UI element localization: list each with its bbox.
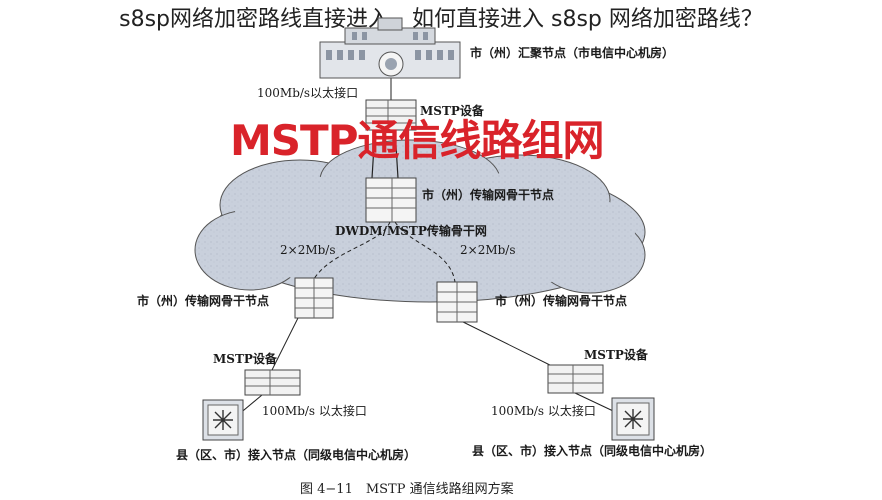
- left-eth-label: 100Mb/s 以太接口: [262, 404, 367, 418]
- left-node-label: 市（州）传输网骨干节点: [137, 294, 270, 308]
- link-left-label: 2×2Mb/s: [280, 243, 336, 257]
- top-eth-label: 100Mb/s以太接口: [257, 86, 359, 100]
- top-node-label: 市（州）汇聚节点（市电信中心机房）: [470, 46, 675, 60]
- top-mstp-label: MSTP设备: [420, 104, 484, 118]
- right-access-label: 县（区、市）接入节点（同级电信中心机房）: [472, 444, 713, 458]
- right-node-device: [436, 281, 478, 323]
- switch-icon-left: [202, 399, 244, 441]
- mstp-device-left: [244, 369, 301, 396]
- left-node-device: [294, 277, 334, 319]
- right-mstp-label: MSTP设备: [584, 348, 648, 362]
- link-right-label: 2×2Mb/s: [460, 243, 516, 257]
- backbone-node-label: 市（州）传输网骨干节点: [422, 188, 555, 202]
- mstp-device-top: [365, 99, 417, 131]
- mstp-device-right: [547, 364, 604, 394]
- diagram-banner: MSTP通信线路组网: [230, 116, 604, 165]
- figure-caption: 图 4−11 MSTP 通信线路组网方案: [300, 482, 514, 497]
- switch-icon-right: [611, 397, 655, 441]
- left-access-label: 县（区、市）接入节点（同级电信中心机房）: [176, 448, 417, 462]
- building-icon: [319, 17, 461, 79]
- dwdm-label: DWDM/MSTP传输骨干网: [335, 224, 487, 238]
- page-title: s8sp网络加密路线直接进入、如何直接进入 s8sp 网络加密路线？: [119, 7, 763, 32]
- backbone-node-device: [365, 177, 417, 223]
- right-node-label: 市（州）传输网骨干节点: [495, 294, 628, 308]
- left-mstp-label: MSTP设备: [213, 352, 277, 366]
- right-eth-label: 100Mb/s 以太接口: [491, 404, 596, 418]
